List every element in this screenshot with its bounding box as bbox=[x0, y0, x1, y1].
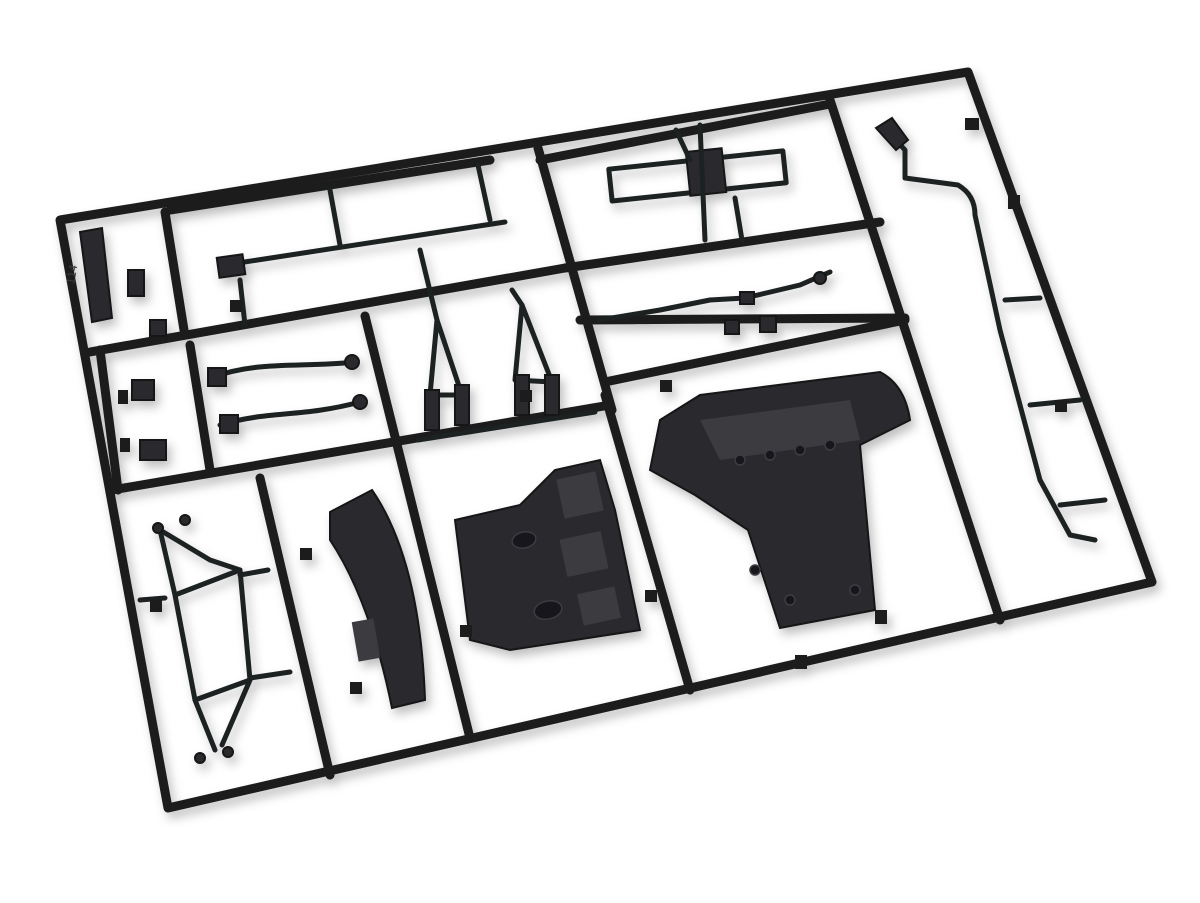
part-long-rod bbox=[215, 162, 508, 328]
sprue-number-tab: 114 bbox=[64, 226, 114, 324]
part-exhaust-pipe bbox=[874, 116, 1108, 543]
part-roll-cage bbox=[137, 514, 293, 764]
part-suspension-arms bbox=[415, 247, 598, 443]
part-engine-block bbox=[453, 458, 642, 652]
part-spring-links bbox=[597, 269, 833, 335]
part-curved-links bbox=[207, 354, 368, 434]
sprue-vertical-runners bbox=[95, 95, 1005, 780]
part-top-bracket bbox=[606, 122, 789, 243]
molded-part-number: 114 bbox=[64, 263, 80, 285]
part-floor-panel bbox=[648, 370, 912, 630]
sprue-gate-tabs bbox=[150, 118, 1067, 694]
part-small-clips bbox=[118, 269, 167, 461]
sprue-horizontal-runners bbox=[85, 99, 910, 495]
sprue-outer-frame bbox=[55, 67, 1157, 813]
part-curved-panel bbox=[329, 488, 427, 710]
